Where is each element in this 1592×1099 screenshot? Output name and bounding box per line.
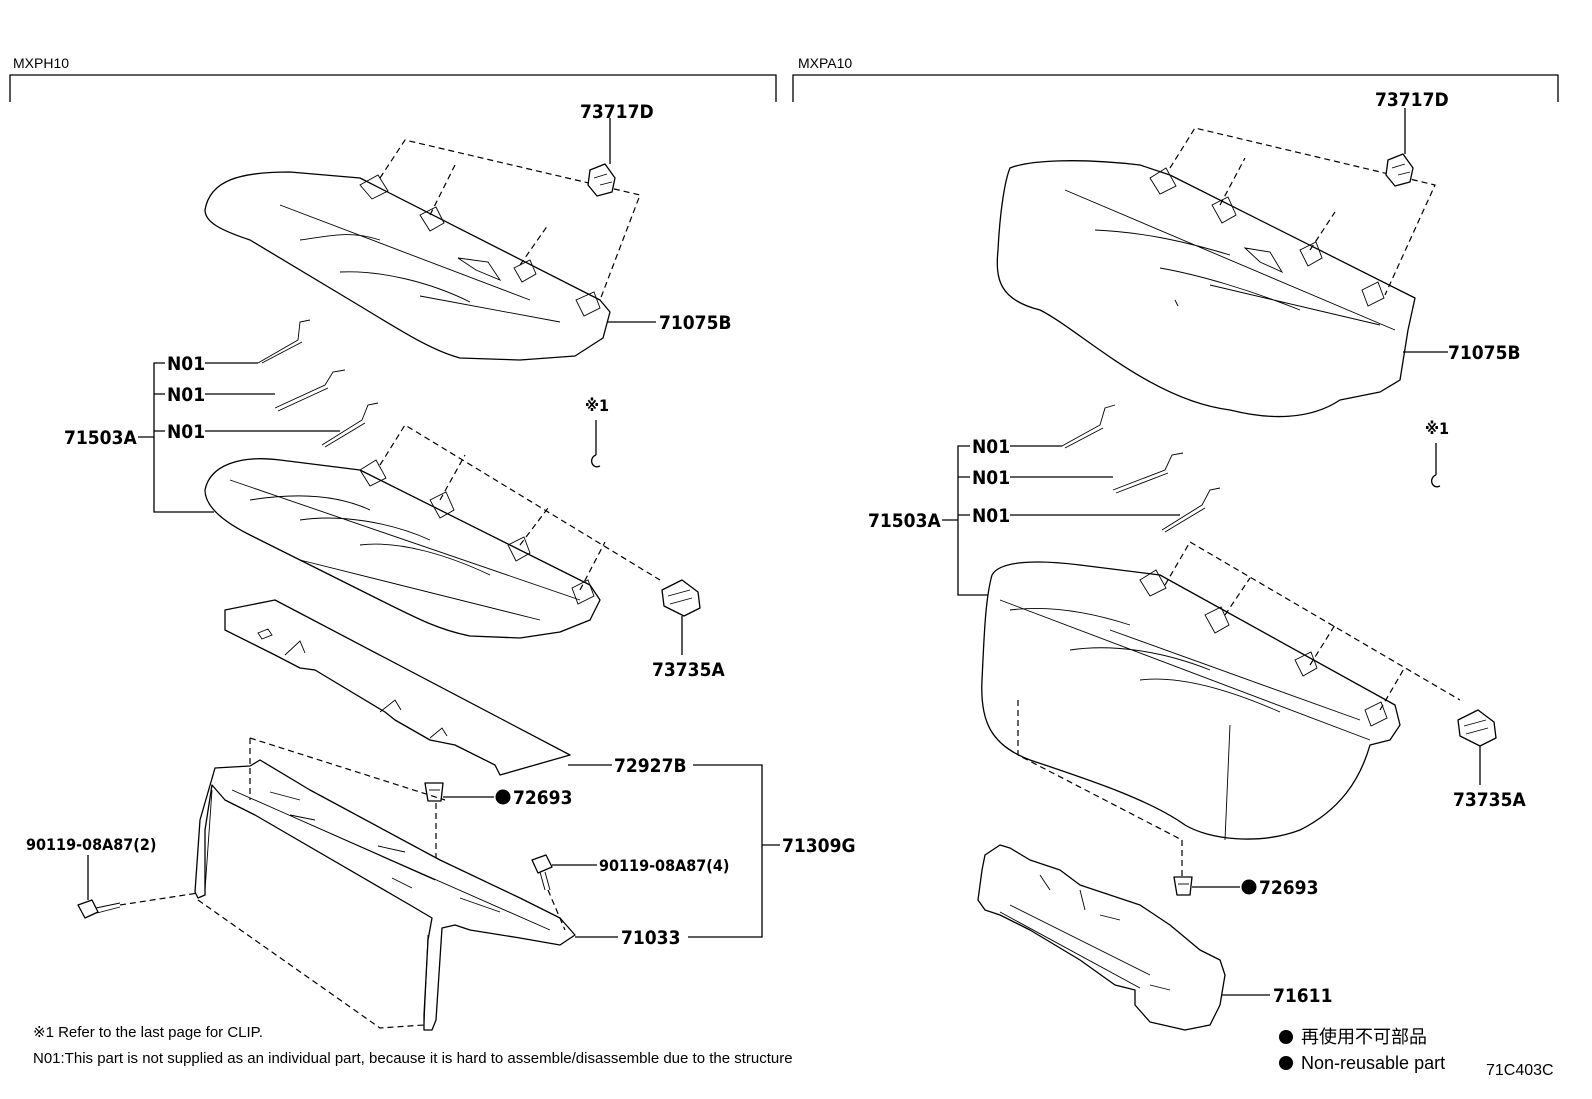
label-clipref-right: ※1 [1425, 419, 1449, 438]
clip-nut-72693-right [1173, 876, 1193, 896]
label-72693-right: 72693 [1259, 877, 1318, 899]
label-bolt-left: 90119-08A87(2) [26, 835, 156, 854]
bolt-right-frame [531, 854, 553, 891]
cushion-pad-right [981, 561, 1401, 841]
label-n01-3-right: N01 [972, 505, 1010, 527]
bullet-72693-left [495, 789, 511, 805]
clipref-hook-left [590, 420, 601, 468]
reference-code: 71C403C [1486, 1062, 1554, 1079]
clip-73717d-right [1385, 153, 1414, 187]
clip-nut-72693-left [424, 782, 444, 802]
variant-bracket-left [9, 74, 777, 102]
label-n01-2-right: N01 [972, 467, 1010, 489]
label-71075b-left: 71075B [659, 312, 732, 334]
variant-bracket-right [792, 74, 1559, 102]
leader-n01-right [1010, 445, 1180, 516]
legend-bullet-jp [1279, 1030, 1293, 1044]
clipref-hook-right [1430, 443, 1441, 488]
clip-73717d-left [587, 163, 616, 197]
bracket-71309g-left [688, 764, 780, 938]
label-bolt-right: 90119-08A87(4) [599, 856, 729, 875]
label-n01-1-left: N01 [167, 353, 205, 375]
seatback-dash-right [1169, 127, 1436, 296]
cushion-dash-right [1017, 541, 1461, 841]
label-71611-right: 71611 [1273, 985, 1332, 1007]
label-clipref-left: ※1 [585, 396, 609, 415]
bolt-right-dash [547, 889, 566, 931]
label-71503a-left: 71503A [64, 427, 137, 449]
label-73717d-right: 73717D [1375, 89, 1449, 111]
bracket-71503a-left [138, 362, 214, 513]
legend-jp: 再使用不可部品 [1301, 1027, 1427, 1047]
label-n01-1-right: N01 [972, 436, 1010, 458]
seatback-cover-right [996, 160, 1416, 418]
cushion-pad-left [204, 458, 601, 639]
label-71503a-right: 71503A [868, 510, 941, 532]
clip-73735a-left [661, 579, 701, 617]
label-n01-2-left: N01 [167, 384, 205, 406]
wires-n01-left [257, 319, 379, 448]
label-71075b-right: 71075B [1448, 342, 1521, 364]
variant-label-left: MXPH10 [13, 55, 69, 71]
seatback-dash-left [379, 139, 641, 301]
label-n01-3-left: N01 [167, 421, 205, 443]
bolt-left-frame [77, 899, 121, 919]
label-71033-left: 71033 [621, 927, 680, 949]
label-73735a-right: 73735A [1453, 789, 1526, 811]
cushion-dash-left [379, 424, 661, 591]
clip-73735a-right [1457, 709, 1497, 747]
bolt-left-dash [119, 892, 199, 906]
legend-en: Non-reusable part [1301, 1053, 1445, 1073]
variant-label-right: MXPA10 [798, 55, 852, 71]
note-n01: N01:This part is not supplied as an indi… [33, 1050, 793, 1067]
legend-bullet-en [1279, 1056, 1293, 1070]
spacer-71611-right [977, 844, 1226, 1031]
label-72693-left: 72693 [513, 787, 572, 809]
bracket-71503a-right [942, 445, 992, 596]
wires-n01-right [1061, 404, 1221, 533]
label-72927b-left: 72927B [614, 755, 687, 777]
bullet-72693-right [1241, 879, 1257, 895]
note-clip: ※1 Refer to the last page for CLIP. [33, 1024, 263, 1041]
underpanel-72927b-left [224, 599, 571, 776]
seatback-cover-left [204, 171, 611, 361]
leader-n01-left [205, 362, 340, 432]
label-73735a-left: 73735A [652, 659, 725, 681]
label-73717d-left: 73717D [580, 101, 654, 123]
frame-71033-left [194, 759, 576, 1031]
label-71309g-left: 71309G [782, 835, 856, 857]
frame-dash-left [197, 737, 446, 1029]
